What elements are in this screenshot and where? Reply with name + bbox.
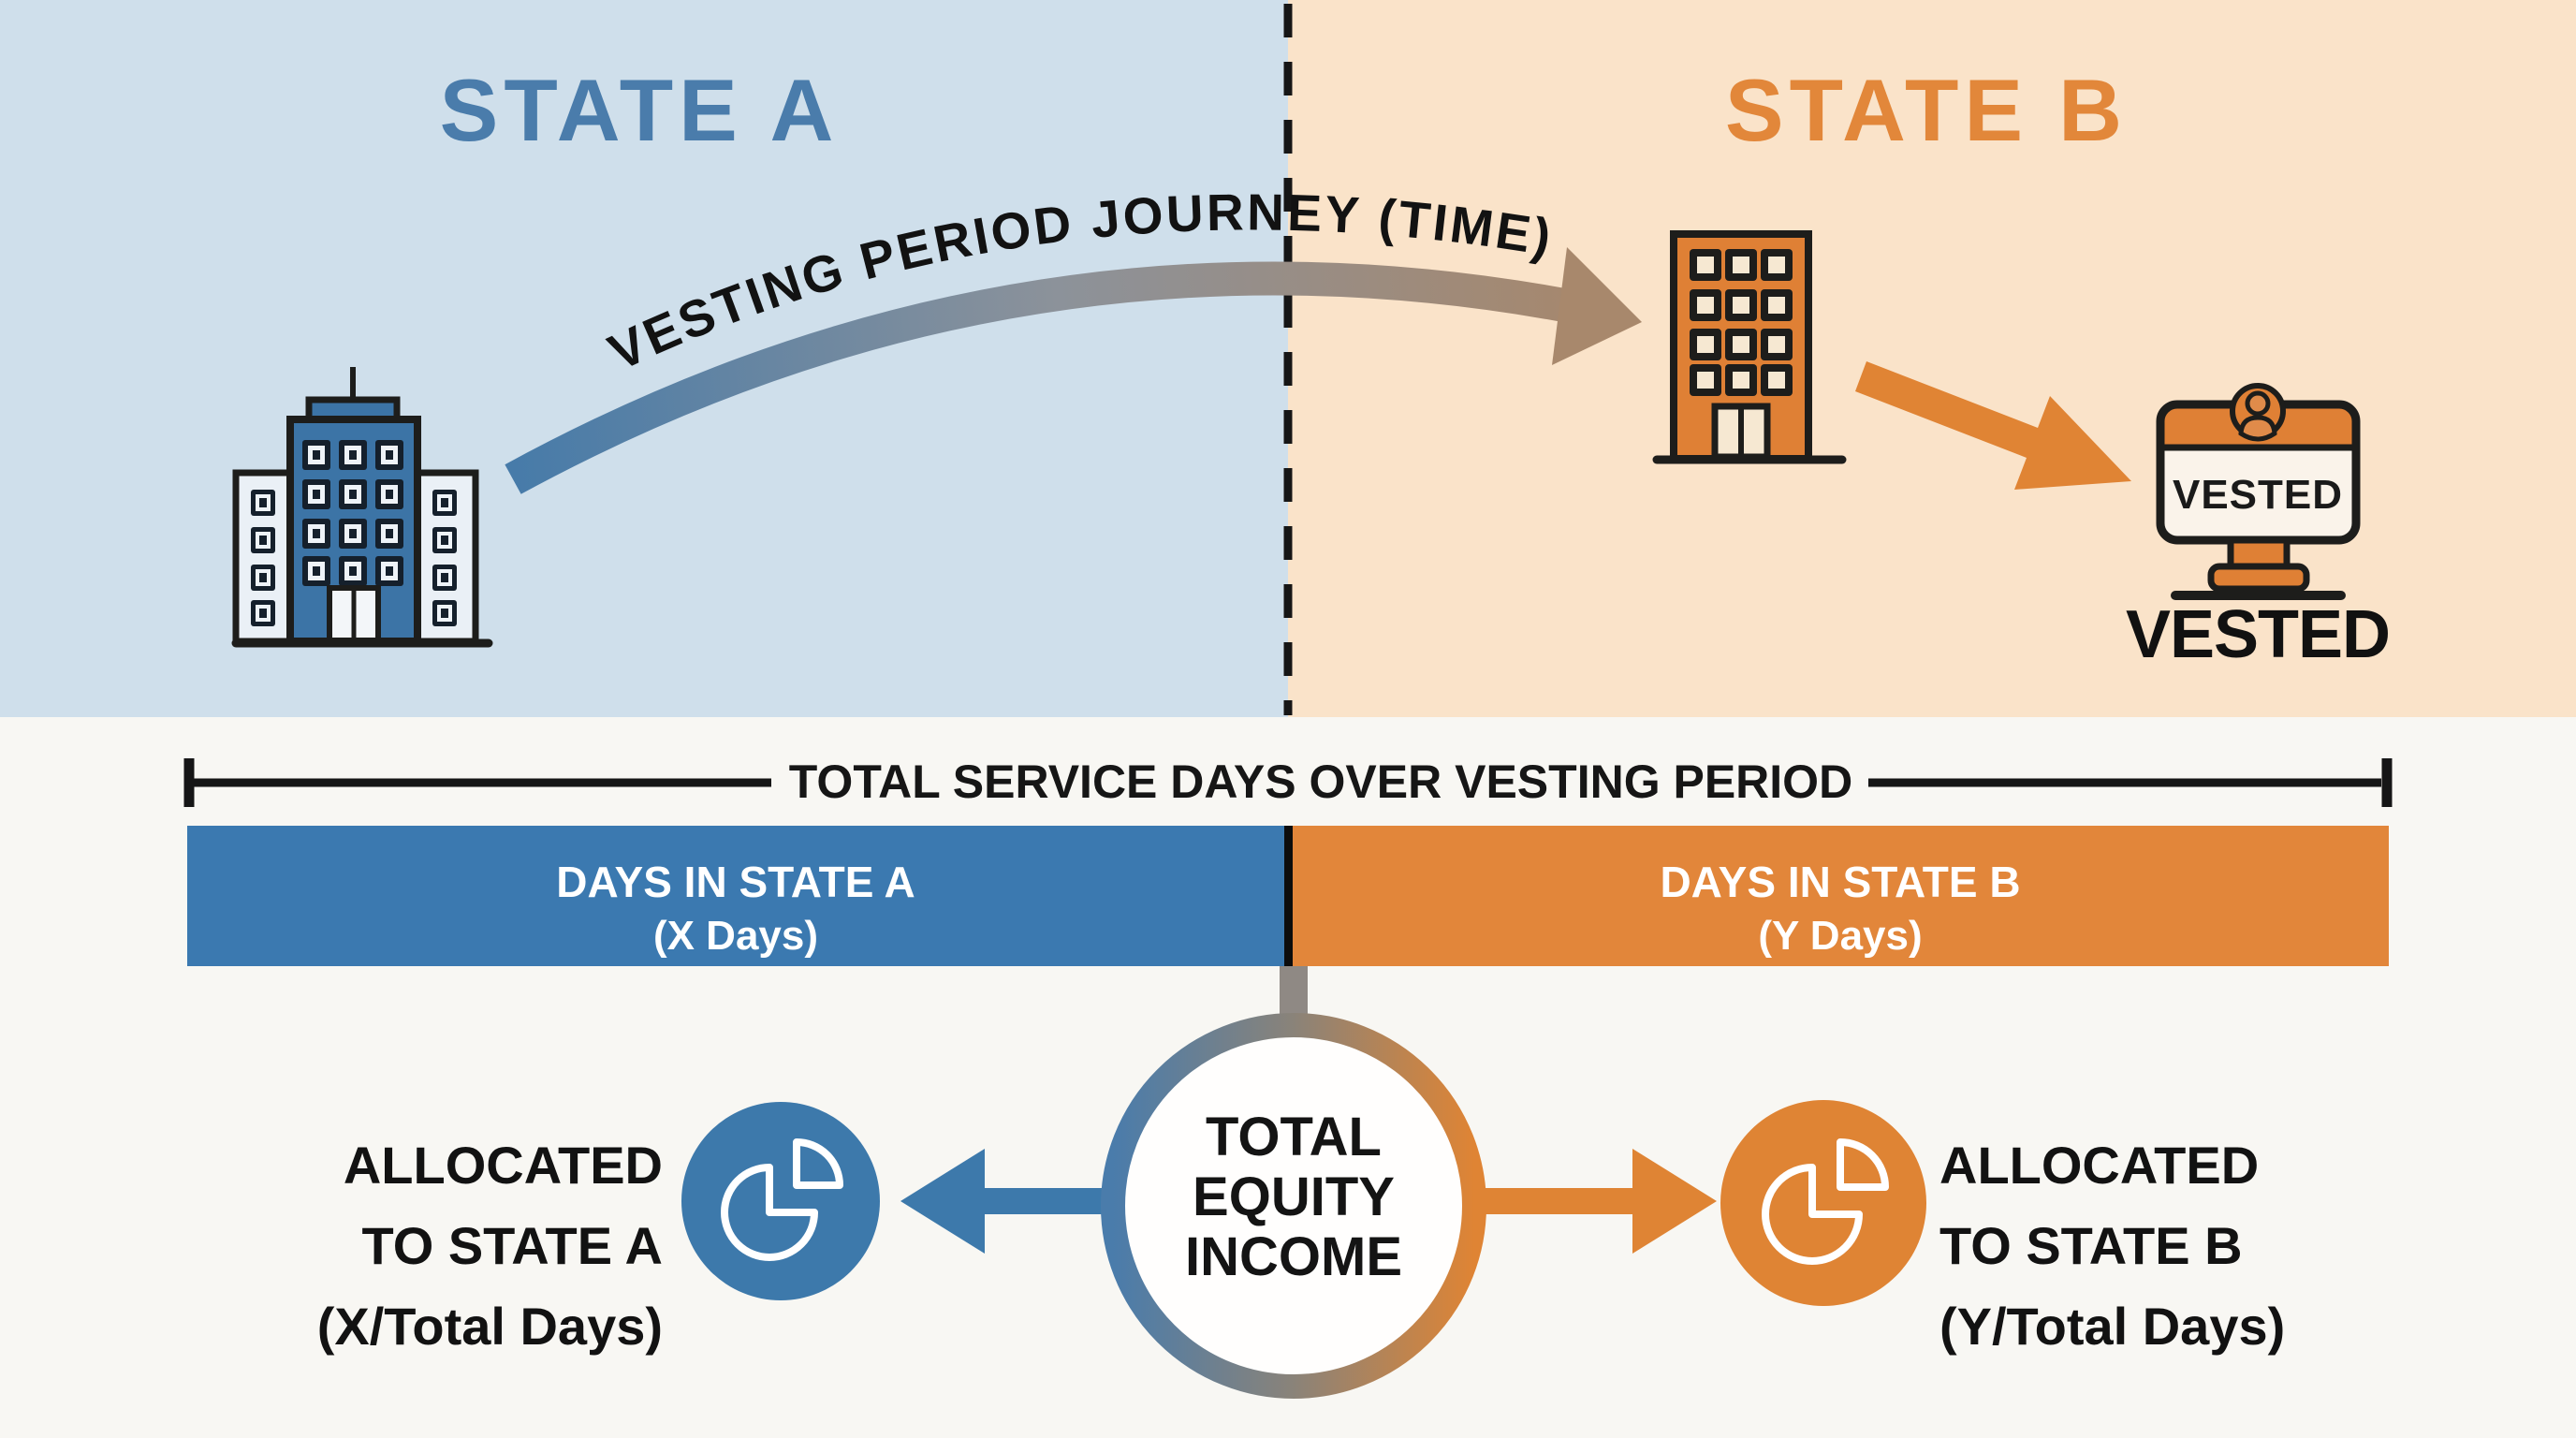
allocation-b-label-line1: ALLOCATED (1939, 1136, 2259, 1195)
state-b-background (1288, 0, 2576, 717)
transfer-arrow-icon (1855, 361, 2131, 490)
equity-label-line1: TOTAL (1206, 1107, 1382, 1167)
bar-segment-b-label-line2: (Y Days) (1758, 913, 1922, 959)
allocation-arrow-a-icon (900, 1149, 1116, 1254)
bar-segment-a (187, 826, 1284, 966)
state-a-title: STATE A (440, 61, 840, 159)
allocation-b-label-line2: TO STATE B (1939, 1216, 2243, 1275)
state-a-background (0, 0, 1288, 717)
allocation-a-label-line3: (X/Total Days) (317, 1297, 663, 1356)
bar-segment-a-label-line2: (X Days) (653, 913, 818, 959)
bar-divider (1284, 826, 1293, 966)
bar-segment-a-label-line1: DAYS IN STATE A (556, 858, 915, 906)
journey-arrowhead-icon (1552, 247, 1642, 365)
building-b-icon (1652, 230, 1847, 464)
equity-label-line3: INCOME (1185, 1226, 1402, 1287)
pie-chart-b-icon (1720, 1100, 1926, 1306)
allocation-arrow-b-icon (1471, 1149, 1717, 1254)
equity-label-line2: EQUITY (1193, 1167, 1395, 1227)
building-a-icon (231, 367, 493, 648)
vested-sign-icon: VESTED (2156, 383, 2361, 600)
journey-arc-arrow-icon (505, 247, 1642, 494)
vested-caption: VESTED (2126, 597, 2390, 672)
bar-segment-b-label-line1: DAYS IN STATE B (1660, 858, 2020, 906)
allocation-a-label-line2: TO STATE A (362, 1216, 663, 1275)
equity-circle-icon (1101, 1013, 1486, 1399)
pie-chart-a-icon (681, 1102, 880, 1300)
allocation-a-label-line1: ALLOCATED (344, 1136, 663, 1195)
service-days-bar: DAYS IN STATE A (X Days) DAYS IN STATE B… (187, 826, 2389, 966)
timeline-title: TOTAL SERVICE DAYS OVER VESTING PERIOD (789, 756, 1852, 808)
allocation-b-label-line3: (Y/Total Days) (1939, 1297, 2285, 1356)
timeline-bracket (183, 758, 2393, 807)
bar-segment-b (1293, 826, 2389, 966)
state-b-title: STATE B (1725, 61, 2128, 159)
vested-sign-text: VESTED (2173, 472, 2343, 518)
